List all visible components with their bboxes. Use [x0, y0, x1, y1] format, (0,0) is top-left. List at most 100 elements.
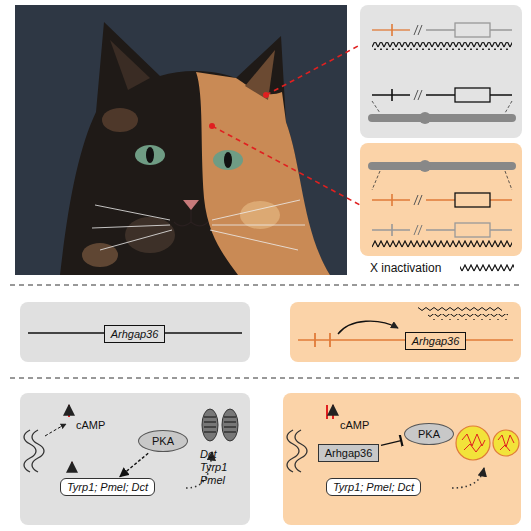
drawing-path — [100, 230, 172, 250]
drawing-ellipse — [224, 152, 232, 168]
drawing-ellipse — [135, 145, 165, 165]
gene-label: Pmel — [200, 474, 225, 486]
drawing-rect — [15, 5, 347, 275]
drawing-ellipse — [222, 409, 238, 441]
node-text: Arhgap36 — [319, 447, 378, 459]
drawing-path — [24, 430, 44, 472]
node-text: PKA — [405, 428, 453, 440]
drawing-rect — [368, 162, 516, 170]
node-text: Arhgap36 — [406, 335, 465, 347]
drawing-path — [372, 94, 512, 95]
drawing-path — [60, 22, 330, 275]
drawing-path — [452, 468, 484, 488]
separator — [10, 378, 521, 379]
drawing-path — [68, 405, 70, 417]
gene-box: Arhgap36 — [405, 332, 466, 350]
drawing-g — [92, 200, 305, 250]
drawing-path — [391, 89, 393, 101]
protein-box: Arhgap36 — [318, 444, 379, 462]
node-text: Tyrp1; Pmel; Dct — [61, 481, 154, 493]
drawing-path — [266, 45, 360, 95]
drawing-path — [372, 199, 512, 200]
drawing-path — [414, 90, 422, 100]
drawing-rect — [455, 88, 490, 102]
second-messenger: cAMP — [76, 419, 105, 431]
drawing-circle — [419, 160, 431, 172]
active-x-panel — [360, 5, 522, 138]
drawing-path — [45, 424, 66, 436]
gene-panels — [20, 302, 521, 362]
drawing-path — [110, 40, 150, 90]
signalling-panels — [20, 393, 521, 525]
drawing-path — [372, 29, 392, 30]
drawing-path — [174, 210, 208, 226]
drawing-rect — [418, 306, 502, 312]
drawing-path — [391, 224, 393, 236]
drawing-ellipse — [202, 409, 218, 441]
target-genes-box: Tyrp1; Pmel; Dct — [326, 478, 421, 496]
drawing-ellipse — [146, 147, 154, 163]
drawing-ellipse — [213, 150, 243, 170]
legend-text: X inactivation — [370, 261, 441, 275]
drawing-path — [210, 230, 298, 250]
node-text: Tyrp1; Pmel; Dct — [327, 481, 420, 493]
target-genes-box: Tyrp1; Pmel; Dct — [60, 478, 155, 496]
drawing-path — [315, 333, 330, 347]
drawing-ellipse — [102, 108, 138, 132]
drawing-path — [287, 430, 307, 472]
activation-connector — [120, 453, 148, 476]
drawing-ellipse — [125, 217, 175, 253]
drawing-rect — [372, 240, 512, 248]
gene-label: Dct — [200, 448, 217, 460]
drawing-circle — [419, 112, 431, 124]
drawing-circle — [456, 426, 490, 460]
drawing-rect — [455, 223, 490, 237]
drawing-path — [95, 205, 170, 220]
drawing-path — [372, 101, 512, 113]
second-messenger: cAMP — [340, 419, 369, 431]
drawing-path — [212, 225, 305, 226]
drawing-path — [245, 50, 275, 100]
drawing-path — [392, 29, 410, 30]
drawing-path — [414, 25, 422, 35]
drawing-path — [372, 229, 512, 230]
drawing-path — [71, 462, 73, 470]
drawing-rect — [455, 23, 490, 37]
kinase-oval: PKA — [138, 430, 188, 452]
orange-x-panel — [360, 143, 522, 256]
drawing-path — [327, 405, 333, 419]
drawing-path — [196, 72, 330, 275]
drawing-rect — [20, 302, 250, 362]
cat-photo — [15, 5, 360, 275]
drawing-rect — [20, 393, 250, 525]
drawing-path — [426, 29, 512, 30]
drawing-rect — [368, 114, 516, 122]
drawing-path — [391, 194, 393, 206]
drawing-path — [372, 171, 512, 190]
drawing-path — [462, 434, 485, 452]
node-text: Arhgap36 — [105, 328, 164, 340]
drawing-path — [338, 321, 398, 334]
drawing-rect — [283, 393, 521, 525]
drawing-path — [212, 126, 360, 205]
drawing-rect — [372, 42, 512, 50]
drawing-path — [414, 225, 422, 235]
drawing-rect — [360, 5, 522, 138]
drawing-path — [212, 200, 300, 220]
drawing-circle — [493, 430, 519, 456]
drawing-rect — [455, 193, 490, 207]
drawing-rect — [290, 302, 521, 362]
legend-zigzag — [460, 264, 514, 272]
drawing-path — [498, 435, 514, 451]
drawing-rect — [428, 314, 508, 320]
drawing-rect — [360, 143, 522, 256]
drawing-path — [92, 225, 170, 228]
node-text: PKA — [139, 435, 187, 447]
gene-box: Arhgap36 — [104, 325, 165, 343]
gene-label: Tyrp1 — [200, 461, 227, 473]
drawing-path — [204, 417, 236, 432]
kinase-oval: PKA — [404, 423, 454, 445]
drawing-path — [414, 195, 422, 205]
